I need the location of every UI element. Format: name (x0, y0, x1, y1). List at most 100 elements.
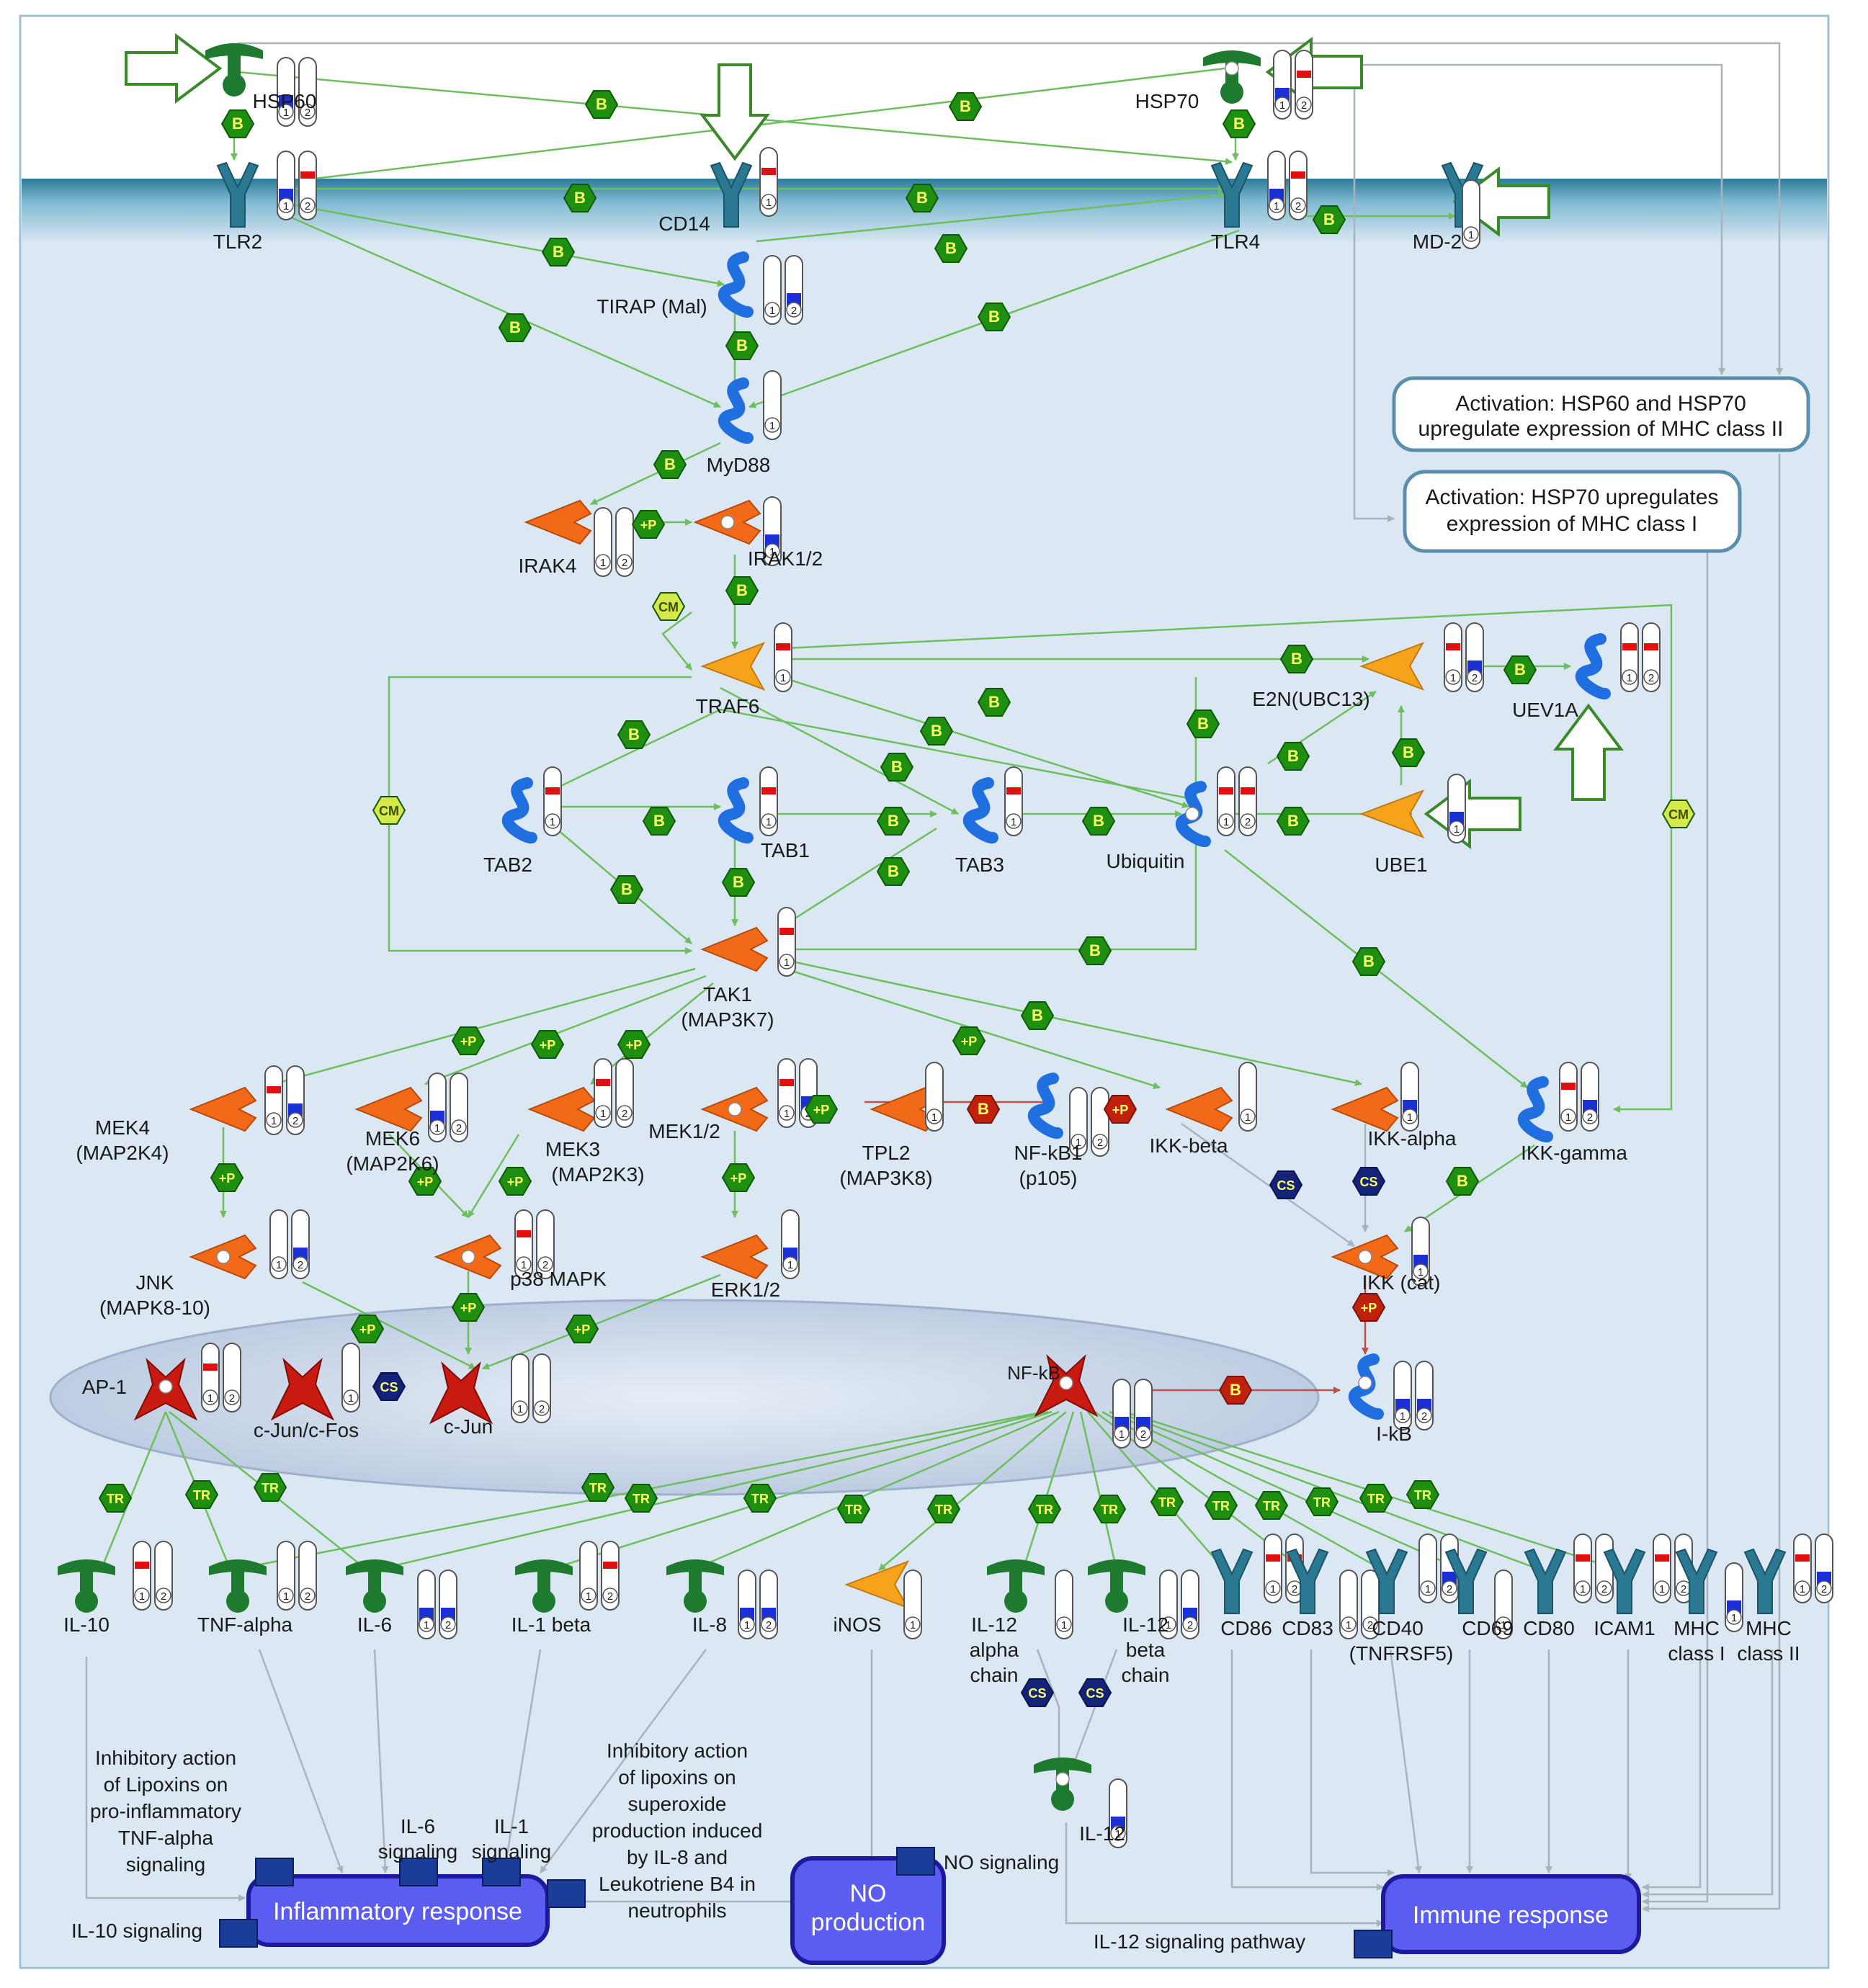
il1b-ligand[interactable] (515, 1559, 573, 1613)
tab2-adaptor[interactable] (501, 777, 537, 843)
cjun-tf[interactable] (429, 1361, 493, 1425)
tlr4-label: TLR4 (1211, 230, 1260, 253)
il6-ligand[interactable] (346, 1559, 403, 1613)
icam1-receptor[interactable] (1603, 1548, 1646, 1614)
il10-ligand[interactable] (58, 1559, 115, 1613)
il8-lipoxin-link-icon[interactable] (547, 1879, 586, 1908)
cd80-receptor[interactable] (1524, 1548, 1567, 1614)
expression-mark (135, 1562, 149, 1569)
il12-ligand[interactable] (1034, 1758, 1091, 1811)
ikkbeta-ikkcat-edge (1181, 1122, 1355, 1248)
svg-text:TR: TR (107, 1492, 124, 1506)
cd14-receptor[interactable] (710, 161, 753, 228)
expression-index-label: 1 (1565, 1111, 1571, 1124)
expression-index-label: 1 (600, 1108, 606, 1120)
cd69-receptor[interactable] (1444, 1548, 1488, 1614)
mek6-kinase[interactable] (354, 1086, 423, 1132)
svg-text:CS: CS (1028, 1686, 1046, 1701)
expression-mark (1006, 787, 1021, 794)
ikkalpha-kinase[interactable] (1331, 1086, 1399, 1132)
expression-mark (300, 171, 315, 179)
hsp60-ligand[interactable] (205, 43, 263, 97)
p38-label: p38 MAPK (510, 1268, 607, 1290)
il12a-ligand[interactable] (987, 1559, 1045, 1613)
irak4-kinase[interactable] (524, 499, 592, 545)
cd80-label: CD80 (1523, 1617, 1575, 1639)
svg-text:B: B (945, 239, 957, 257)
mhc2-receptor[interactable] (1743, 1548, 1787, 1614)
expression-index-label: 1 (1407, 1111, 1413, 1124)
ikkbeta-kinase[interactable] (1165, 1086, 1233, 1132)
il6-signaling-link-icon[interactable] (399, 1858, 438, 1886)
complex-marker: CS (1269, 1170, 1303, 1200)
expression-index-label: 2 (229, 1392, 235, 1405)
mek4-kinase[interactable] (189, 1086, 257, 1132)
hsp70-mhc1-note[interactable] (1403, 470, 1742, 553)
il12-signaling-link-icon[interactable] (1354, 1930, 1393, 1958)
il1-signaling-label-line2: signaling (472, 1840, 552, 1863)
il10-signaling-link-icon[interactable] (219, 1919, 258, 1948)
immune-response-process[interactable] (1381, 1874, 1641, 1954)
svg-text:B: B (733, 873, 744, 891)
binding-marker: B (876, 856, 911, 887)
tab1-adaptor[interactable] (718, 777, 754, 843)
inos-label: iNOS (834, 1613, 882, 1636)
tlr2-receptor[interactable] (216, 161, 259, 228)
myd88-adaptor[interactable] (718, 377, 754, 444)
expression-index (545, 813, 560, 829)
tnf-lipoxin-link-icon[interactable] (255, 1858, 294, 1886)
inflammatory-response-process[interactable] (246, 1874, 550, 1947)
il10-inflammatory-edge (85, 1657, 246, 1902)
tab3-adaptor[interactable] (962, 777, 998, 843)
traf6-enzyme[interactable] (700, 642, 766, 691)
expression-mark (1446, 643, 1460, 650)
no-production-process[interactable] (790, 1856, 946, 1965)
il12b-ligand[interactable] (1088, 1559, 1145, 1613)
expression-index (271, 1256, 287, 1272)
ube1-enzyme[interactable] (1359, 789, 1425, 838)
il8-ligand[interactable] (666, 1559, 724, 1613)
cjuncfos-tf[interactable] (270, 1358, 335, 1421)
inos-enzyme[interactable] (844, 1560, 910, 1609)
uev1a-adaptor[interactable] (1575, 633, 1611, 699)
tnfa-ligand[interactable] (209, 1559, 267, 1613)
expression-index-label: 1 (744, 1619, 750, 1631)
expression-index (1269, 197, 1284, 213)
e2n-enzyme[interactable] (1359, 642, 1425, 691)
binding-marker: B (220, 109, 255, 139)
expression-index-label: 1 (586, 1590, 591, 1603)
cd40-receptor[interactable] (1365, 1548, 1408, 1614)
jnk-cjun-edge (302, 1281, 476, 1370)
expression-index-label: 1 (434, 1122, 440, 1134)
complex-marker: CS (1020, 1678, 1055, 1708)
phospho-marker: +P (451, 1026, 486, 1056)
tak1-kinase[interactable] (700, 926, 769, 972)
lipoxin-il8-annotation-line: by IL-8 and (627, 1846, 728, 1868)
tlr4-receptor[interactable] (1210, 161, 1253, 228)
ikkgamma-adaptor[interactable] (1517, 1076, 1553, 1142)
no-signaling-link-icon[interactable] (896, 1847, 935, 1876)
expression-index-label: 1 (1400, 1410, 1406, 1423)
ubiquitin-label: Ubiquitin (1107, 850, 1185, 872)
mek3-kinase[interactable] (527, 1086, 596, 1132)
expression-index-label: 1 (1279, 99, 1285, 112)
activation-star-icon (216, 1250, 231, 1264)
erk12-kinase[interactable] (700, 1234, 769, 1280)
ikb-adaptor[interactable] (1348, 1353, 1384, 1420)
lipoxin-il8-annotation-line: of lipoxins on (618, 1766, 736, 1788)
cd83-receptor[interactable] (1286, 1548, 1329, 1614)
il1-signaling-link-icon[interactable] (482, 1858, 521, 1886)
md2-label: MD-2 (1413, 230, 1462, 253)
lipoxin-il8-annotation-line: neutrophils (628, 1899, 727, 1922)
expression-index (782, 1256, 798, 1272)
ap1-label: AP-1 (82, 1376, 127, 1398)
mhc1-receptor[interactable] (1675, 1548, 1718, 1614)
cd86-receptor[interactable] (1210, 1548, 1253, 1614)
nfkb1-adaptor[interactable] (1027, 1073, 1063, 1139)
cd14-input-arrow-icon (700, 63, 770, 161)
il12-signaling-pathway-label: IL-12 signaling pathway (1094, 1930, 1305, 1953)
hsp60-hsp70-mhc2-note[interactable] (1392, 376, 1810, 452)
expression-index (1654, 1580, 1670, 1596)
tirap-adaptor[interactable] (718, 251, 754, 318)
